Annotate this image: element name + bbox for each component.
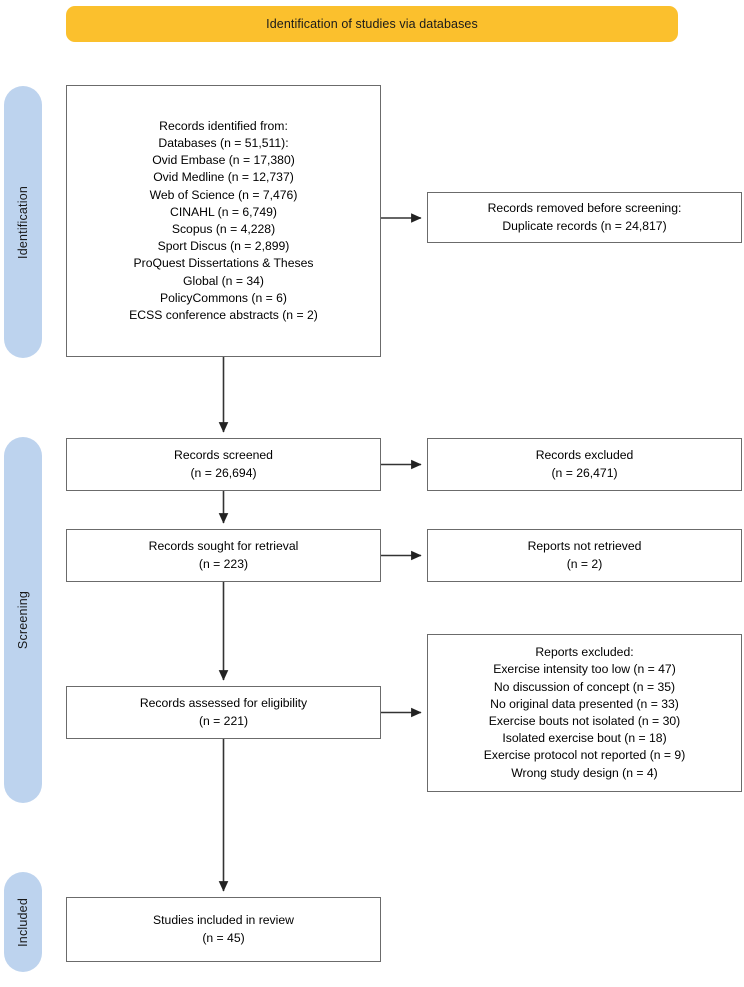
box-records-screened-text: Records screened (n = 26,694) [174,448,273,480]
box-records-identified: Records identified from: Databases (n = … [66,85,381,357]
box-reports-excluded: Reports excluded: Exercise intensity too… [427,634,742,792]
stage-label-included: Included [16,897,30,947]
banner-title: Identification of studies via databases [266,16,478,31]
box-studies-included-in-review: Studies included in review (n = 45) [66,897,381,962]
box-records-removed-text: Records removed before screening: Duplic… [487,201,682,233]
stage-label-screening: Screening [16,590,30,650]
box-records-excluded-text: Records excluded (n = 26,471) [535,448,634,480]
box-records-identified-text: Records identified from: Databases (n = … [129,118,318,323]
identification-banner: Identification of studies via databases [66,6,678,42]
box-records-sought-text: Records sought for retrieval (n = 223) [148,539,299,571]
box-reports-not-retrieved: Reports not retrieved (n = 2) [427,529,742,582]
stage-bar-identification: Identification [4,86,42,358]
box-studies-included-text: Studies included in review (n = 45) [153,913,294,945]
stage-label-identification: Identification [16,185,30,259]
box-records-screened: Records screened (n = 26,694) [66,438,381,491]
stage-bar-screening: Screening [4,437,42,803]
box-reports-excluded-text: Reports excluded: Exercise intensity too… [483,645,686,780]
box-reports-not-retrieved-text: Reports not retrieved (n = 2) [527,539,642,571]
box-records-excluded: Records excluded (n = 26,471) [427,438,742,491]
box-records-removed-before-screening: Records removed before screening: Duplic… [427,192,742,243]
box-records-sought-for-retrieval: Records sought for retrieval (n = 223) [66,529,381,582]
box-records-assessed-text: Records assessed for eligibility (n = 22… [139,696,308,728]
box-records-assessed-for-eligibility: Records assessed for eligibility (n = 22… [66,686,381,739]
stage-bar-included: Included [4,872,42,972]
